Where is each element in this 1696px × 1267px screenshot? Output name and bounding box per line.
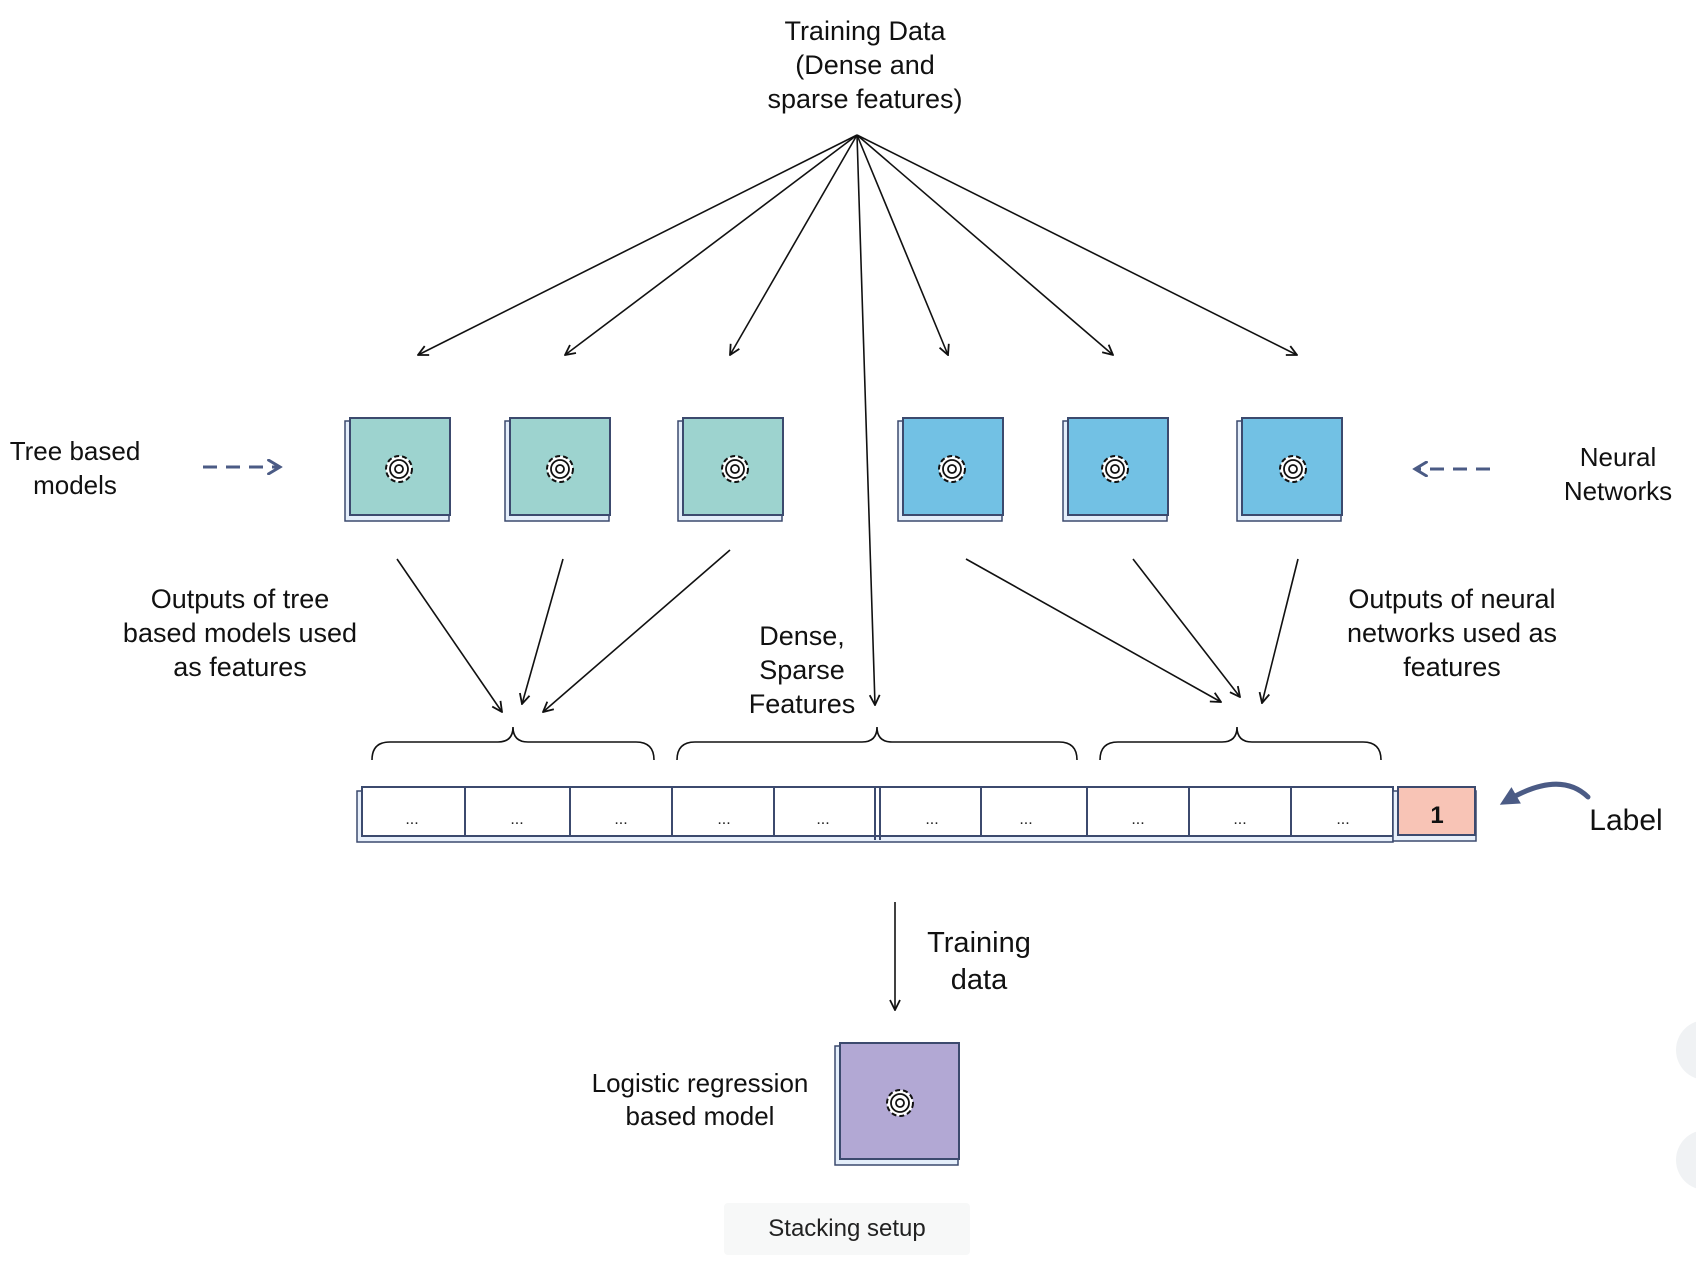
tree-model-3 xyxy=(677,417,784,522)
nn-1-output-arrow xyxy=(965,558,1221,702)
nn-outputs-brace xyxy=(1099,726,1382,761)
tree-outputs-brace xyxy=(371,726,655,761)
tree-2-output-arrow xyxy=(522,558,564,704)
curved-arrow-icon xyxy=(1499,781,1591,805)
tree-model-2 xyxy=(504,417,611,522)
feature-cell: ... xyxy=(614,811,627,828)
gear-icon xyxy=(546,455,574,483)
label-value: 1 xyxy=(1430,802,1443,829)
arrow-to-tree-1 xyxy=(418,134,858,355)
tree-models-label: Tree based models xyxy=(9,436,141,500)
label-cell: 1 xyxy=(1392,786,1477,842)
nn-2-output-arrow xyxy=(1132,558,1240,697)
feature-cell: ... xyxy=(816,811,829,828)
neural-networks-label: Neural Networks xyxy=(1563,442,1673,506)
feature-cell: ... xyxy=(717,811,730,828)
arrow-to-tree-3 xyxy=(730,134,858,355)
arrow-to-tree-2 xyxy=(565,134,858,355)
gear-icon xyxy=(1101,455,1129,483)
arrow-to-dense-sparse xyxy=(856,134,875,705)
neural-model-1 xyxy=(897,417,1004,522)
tree-outputs-label: Outputs of tree based models used as fea… xyxy=(122,584,358,682)
label-text: Label xyxy=(1589,804,1663,837)
model-output-arrows xyxy=(396,549,1299,712)
figure-caption: Stacking setup xyxy=(724,1203,970,1255)
logistic-regression-model xyxy=(834,1042,960,1166)
dense-sparse-brace xyxy=(676,726,1078,761)
feature-cell: ... xyxy=(1019,811,1032,828)
edge-shadow xyxy=(1676,1020,1696,1080)
gear-icon xyxy=(886,1089,914,1117)
feature-cell: ... xyxy=(1233,811,1246,828)
training-data-label: Training Data (Dense and sparse features… xyxy=(767,16,963,114)
feature-cell: ... xyxy=(405,811,418,828)
nn-3-output-arrow xyxy=(1262,558,1299,703)
feature-braces xyxy=(371,726,1382,761)
neural-model-2 xyxy=(1062,417,1169,522)
feature-cell: ... xyxy=(925,811,938,828)
feature-vector: ... ... ... ... ... ... ... ... ... ... xyxy=(356,786,1394,843)
feature-cell: ... xyxy=(1131,811,1144,828)
neural-model-3 xyxy=(1236,417,1343,522)
gear-icon xyxy=(1279,455,1307,483)
dense-sparse-label: Dense, Sparse Features xyxy=(748,621,856,719)
gear-icon xyxy=(385,455,413,483)
gear-icon xyxy=(721,455,749,483)
tree-model-1 xyxy=(344,417,451,522)
logistic-model-label: Logistic regression based model xyxy=(591,1068,809,1131)
arrow-to-nn-2 xyxy=(856,134,1113,355)
nn-outputs-label: Outputs of neural networks used as featu… xyxy=(1346,584,1558,682)
feature-cell-dividers xyxy=(464,787,1292,840)
tree-3-output-arrow xyxy=(543,549,731,712)
training-data-arrow-label: Training data xyxy=(927,927,1031,996)
tree-1-output-arrow xyxy=(396,558,502,712)
training-data-arrows xyxy=(418,134,1297,705)
arrow-to-nn-1 xyxy=(856,134,948,355)
feature-cell: ... xyxy=(1336,811,1349,828)
edge-shadow xyxy=(1676,1130,1696,1190)
feature-cell: ... xyxy=(510,811,523,828)
arrow-to-nn-3 xyxy=(856,134,1297,355)
gear-icon xyxy=(938,455,966,483)
